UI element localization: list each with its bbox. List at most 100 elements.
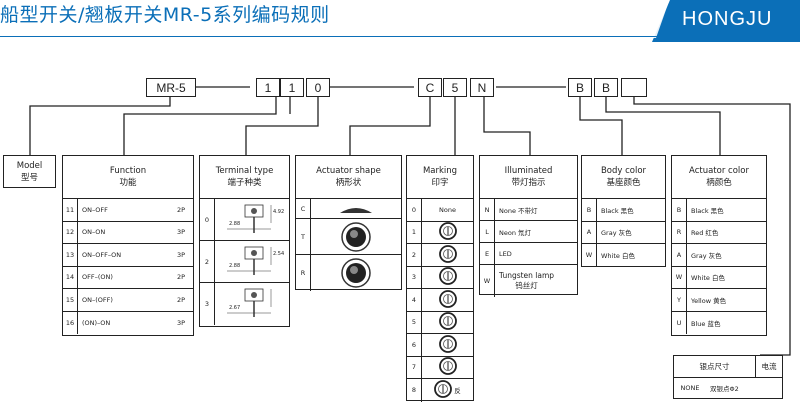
function-poles: 2P [176,295,185,304]
actuator-color-code: R [676,228,682,237]
illuminated-row: L Neon 氖灯 [480,221,577,243]
marking-code: 8 [411,386,417,395]
code-box-model: MR-5 [146,78,196,97]
marking-code: 2 [411,250,417,259]
actuator-color-title-en: Actuator color [689,166,749,176]
actuator-color-code: Y [677,295,681,304]
terminal-diagram-icon [227,204,272,233]
actuator-color-label: Red 红色 [691,229,719,238]
actuator-color-code: A [676,250,682,259]
actuator-color-label: Yellow 黄色 [691,296,727,305]
marking-code: 7 [411,363,417,372]
marking-code: 6 [411,340,417,349]
marking-row: 3 [407,266,473,289]
actuator-shape-code: T [301,232,305,241]
model-title-en: Model [16,160,43,171]
marking-row: 1 [407,221,473,244]
actuator-shape-row: T [296,219,401,255]
marking-title-en: Marking [422,166,458,176]
actuator-color-label: Black 黑色 [691,206,724,215]
actuator-shape-row: C [296,199,401,219]
function-label: ON–ON [82,228,106,237]
marking-symbol-icon [438,244,457,265]
terminal-dimension: 4.92 [273,209,285,215]
function-poles: 3P [176,318,185,327]
brand-banner [652,0,800,42]
body-color-row: A Gray 灰色 [582,221,665,244]
illuminated-code: L [485,227,489,236]
terminal-drawing: 2.88 4.92 [215,199,289,240]
actuator-color-title-cn: 柄颜色 [706,178,732,188]
function-code: 13 [65,250,75,259]
code-box-silver [621,78,647,97]
terminal-dimension: 2.88 [229,263,241,269]
function-poles: 2P [176,205,185,214]
model-title-cn: 型号 [20,172,38,183]
function-poles: 3P [176,250,185,259]
marking-row: 7 [407,356,473,379]
actuator-shape-title-en: Actuator shape [316,166,381,176]
terminal-dimension: 2.67 [229,305,241,311]
body-color-code: A [586,228,592,237]
function-label: ON–(OFF) [82,295,113,304]
marking-row: 4 [407,289,473,312]
function-code: 16 [65,318,75,327]
body-color-code: B [586,205,592,214]
function-code: 15 [65,295,75,304]
code-box-body-color: B [568,78,592,97]
terminal-diagram-icon [227,288,272,317]
illuminated-code: W [483,277,491,285]
function-poles: 3P [176,228,185,237]
illuminated-label: Neon 氖灯 [499,228,532,237]
model-column: Model 型号 [3,155,56,188]
marking-code: 5 [411,318,417,327]
body-color-label: Gray 灰色 [601,229,632,238]
body-color-title-cn: 基座颜色 [606,178,641,188]
actuator-shape-row: R [296,255,401,291]
marking-symbol-icon [438,312,457,332]
actuator-color-row: Y Yellow 黄色 [672,289,766,312]
marking-code: 4 [411,295,417,304]
code-box-terminal: 0 [306,78,330,97]
terminal-drawing: 2.67 [215,283,289,325]
function-title-cn: 功能 [119,178,137,188]
illuminated-code: E [484,249,490,258]
function-label: (ON)–ON [82,318,111,327]
actuator-shape-column: Actuator shape 柄形状 C T R [295,155,402,291]
actuator-shape-title-cn: 柄形状 [335,178,362,188]
marking-symbol-icon [434,380,453,400]
function-title-en: Function [109,166,147,176]
page-title: 船型开关/翘板开关MR-5系列编码规则 [0,4,330,26]
code-box-function-1: 1 [256,78,280,97]
rocker-t-icon [341,221,371,252]
terminal-diagram-icon [227,246,272,275]
marking-symbol-icon [438,334,457,355]
silver-code: NONE [680,384,700,392]
title-underline [0,36,660,37]
current-title: 电流 [761,362,777,371]
marking-symbol-icon [438,267,457,287]
silver-title: 银点尺寸 [699,362,730,371]
illuminated-title-en: Illuminated [504,166,553,176]
marking-code: 0 [411,205,417,214]
body-color-title-en: Body color [600,166,647,176]
actuator-shape-code: R [300,269,306,277]
terminal-dimension: 2.88 [229,221,241,227]
